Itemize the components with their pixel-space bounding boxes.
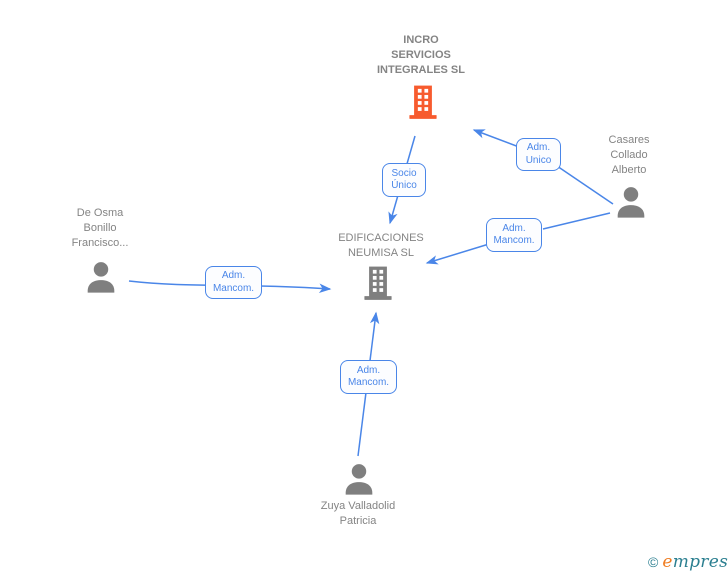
relation-box-adm-mancom-left[interactable]: Adm. Mancom. <box>205 266 262 299</box>
company-building-icon-edificaciones[interactable] <box>363 266 393 300</box>
node-label-de-osma[interactable]: De Osma Bonillo Francisco... <box>71 207 129 249</box>
relation-box-adm-unico[interactable]: Adm. Unico <box>516 138 561 171</box>
node-label-edificaciones[interactable]: EDIFICACIONES NEUMISA SL <box>338 232 424 259</box>
person-icon-zuya[interactable] <box>342 463 376 495</box>
node-label-zuya[interactable]: Zuya Valladolid Patricia <box>320 500 396 527</box>
company-building-icon-incro[interactable] <box>408 85 438 119</box>
node-label-incro[interactable]: INCRO SERVICIOS INTEGRALES SL <box>376 34 465 76</box>
logo-brand-initial: e <box>662 552 673 572</box>
relation-box-socio-unico[interactable]: Socio Único <box>382 163 426 197</box>
copyright-icon: © <box>648 554 659 570</box>
person-icon-casares[interactable] <box>614 186 648 218</box>
edge-casares-incro-a <box>556 165 614 205</box>
node-label-casares[interactable]: Casares Collado Alberto <box>608 134 650 176</box>
edge-casares-edificaciones-b <box>425 243 490 265</box>
empresia-logo[interactable]: © e mpresia <box>648 551 728 573</box>
relation-box-adm-mancom-bottom[interactable]: Adm. Mancom. <box>340 360 397 394</box>
edge-casares-edificaciones-a <box>542 212 611 230</box>
edge-casares-incro-b <box>472 129 520 148</box>
person-icon-de-osma[interactable] <box>84 261 118 293</box>
logo-brand-rest: mpresia <box>672 552 728 572</box>
relation-box-adm-mancom-right[interactable]: Adm. Mancom. <box>486 218 542 252</box>
